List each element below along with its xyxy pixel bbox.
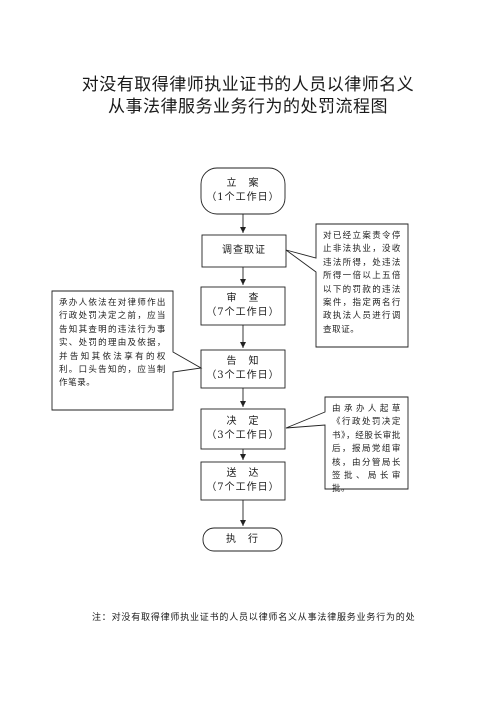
execute-node-shape xyxy=(202,527,283,552)
start-node: 立 案 （1个工作日） xyxy=(201,168,285,214)
deliver-node-duration: （7个工作日） xyxy=(206,482,280,493)
page-title-line-1: 对没有取得律师执业证书的人员以律师名义 xyxy=(81,75,415,95)
execute-node: 执 行 xyxy=(203,528,282,551)
notify-node-duration: （3个工作日） xyxy=(206,370,280,381)
review-node: 审 查 （7个工作日） xyxy=(201,287,285,325)
execute-node-label: 执 行 xyxy=(226,533,259,545)
notify-node: 告 知 （3个工作日） xyxy=(201,350,285,388)
investigate-node-label: 调查取证 xyxy=(222,245,266,256)
decide-node: 决 定 （3个工作日） xyxy=(201,409,285,449)
investigate-node-shape xyxy=(201,234,287,268)
notify-note-callout xyxy=(51,290,203,411)
decide-node-duration: （3个工作日） xyxy=(206,430,280,441)
deliver-node-label: 送 达 xyxy=(226,468,260,479)
deliver-node: 送 达 （7个工作日） xyxy=(201,462,285,500)
page-title-line-2: 从事法律服务业务行为的处罚流程图 xyxy=(108,97,388,117)
investigate-node: 调查取证 xyxy=(202,235,286,267)
review-node-label: 审 查 xyxy=(226,293,260,304)
decide-note-text: 由承办人起草《行政处罚决定书》，经股长审批后，报局党组审核，由分管局长签批、局长… xyxy=(332,404,401,495)
review-node-duration: （7个工作日） xyxy=(206,307,280,318)
notify-node-label: 告 知 xyxy=(226,356,260,367)
investigate-note-callout xyxy=(285,223,409,348)
decide-node-label: 决 定 xyxy=(226,416,260,427)
start-node-duration: （1个工作日） xyxy=(206,192,280,203)
start-node-label: 立 案 xyxy=(226,178,260,189)
footer-note: 注：对没有取得律师执业证书的人员以律师名义从事法律服务业务行为的处 xyxy=(92,613,416,623)
investigate-note-text: 对已经立案责令停止非法执业，没收违法所得，处违法所得一倍以上五倍以下的罚款的违法… xyxy=(323,231,401,335)
decide-note-callout xyxy=(285,396,409,490)
notify-note-text: 承办人依法在对律师作出行政处罚决定之前，应当告知其查明的违法行为事实、处罚的理由… xyxy=(59,298,166,389)
